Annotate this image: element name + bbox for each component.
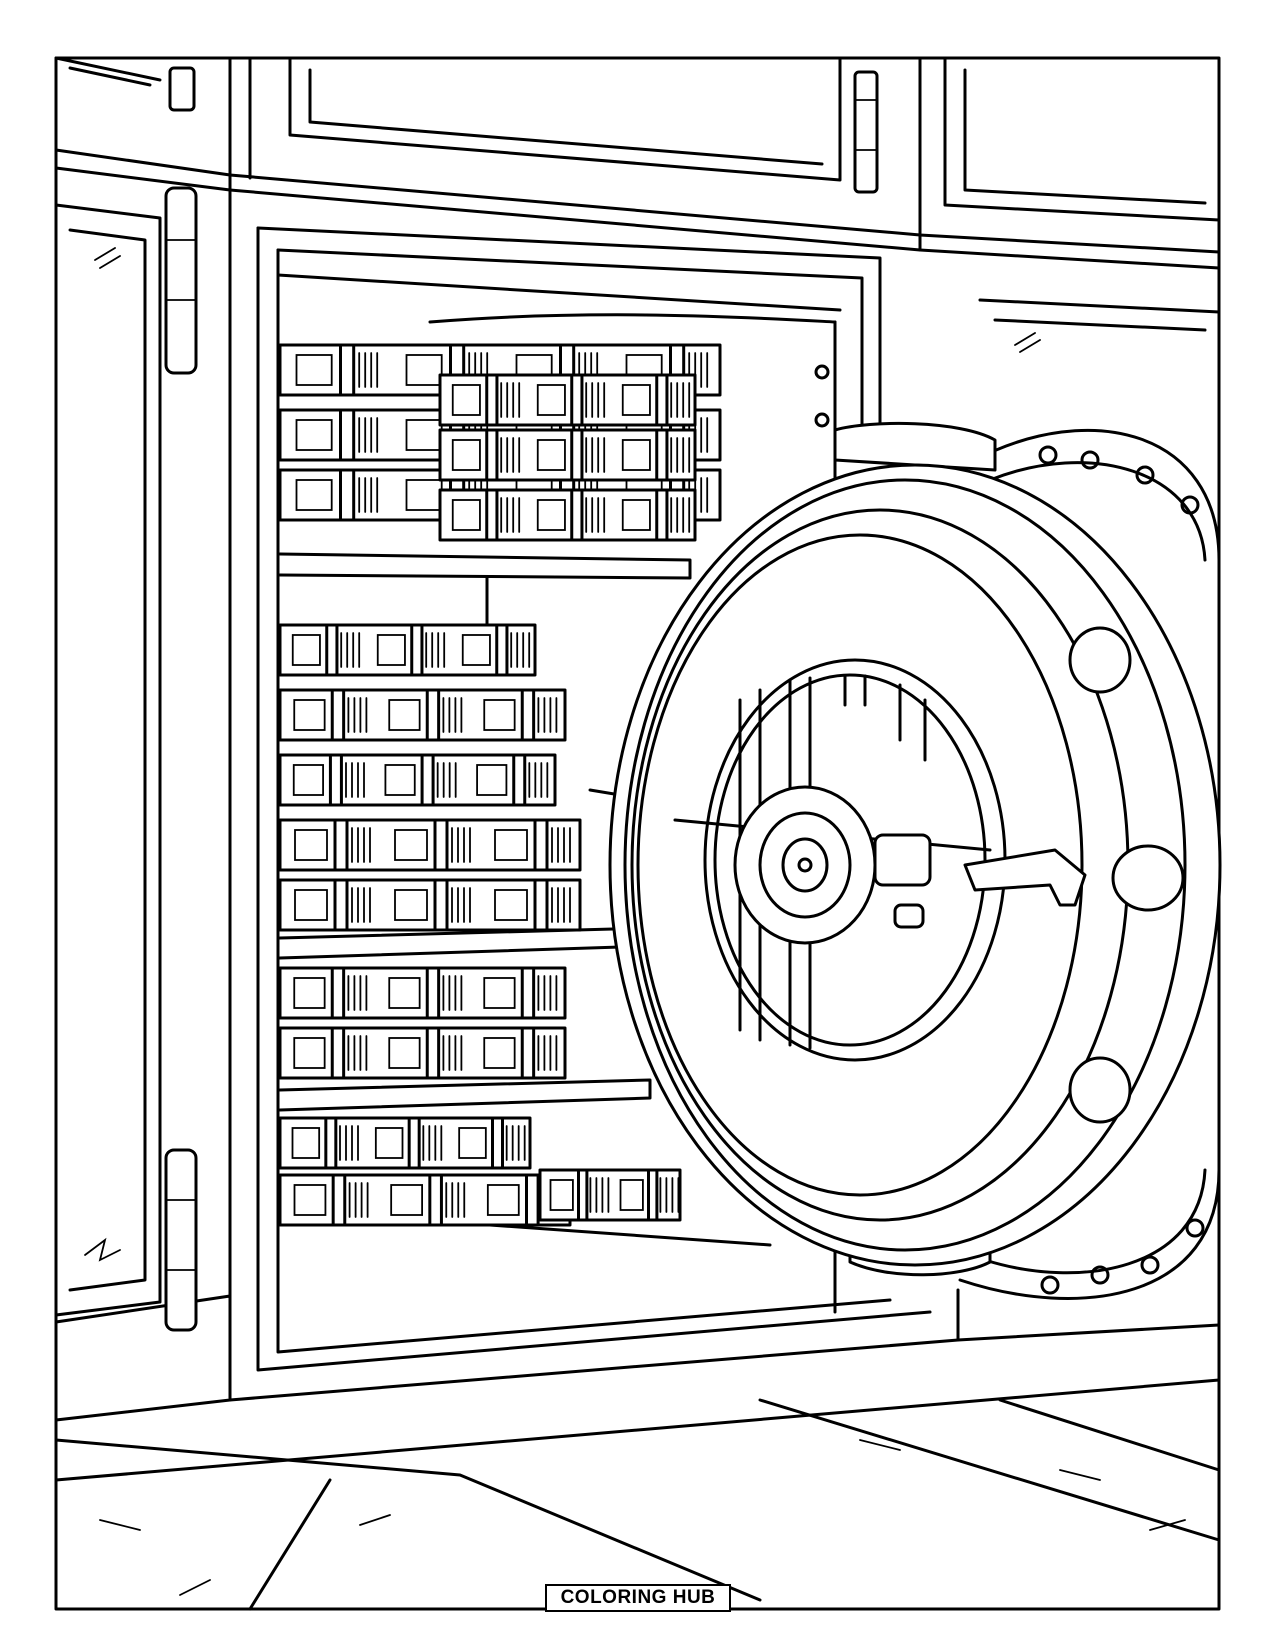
money-stack-icon: [438, 428, 697, 482]
money-stack-icon: [278, 966, 567, 1020]
money-stack-icon: [538, 1168, 682, 1222]
money-stack-icon: [278, 623, 537, 677]
money-stack-icon: [278, 1173, 572, 1227]
watermark-label: COLORING HUB: [545, 1584, 731, 1612]
right-cabinet: [978, 298, 1221, 353]
hinge-icon: [168, 66, 879, 194]
handle-icon[interactable]: [963, 848, 1087, 907]
money-stack-icon: [278, 878, 582, 932]
vault-door-icon[interactable]: [608, 364, 1222, 1300]
tiled-floor: [54, 1378, 1221, 1611]
money-stack-icon: [278, 818, 582, 872]
upper-cabinets: [54, 56, 1221, 270]
money-stack-icon: [278, 753, 557, 807]
money-stack-icon: [278, 1116, 532, 1170]
money-stack-icon: [438, 488, 697, 542]
money-stack-icon: [278, 1026, 567, 1080]
money-stack-icon: [438, 373, 697, 427]
money-stack-icon: [278, 688, 567, 742]
left-cabinet-door: [54, 203, 232, 1422]
hinge-icon: [164, 186, 198, 1332]
money-stacks: [278, 343, 722, 1227]
vault-frame: [228, 188, 1221, 1402]
